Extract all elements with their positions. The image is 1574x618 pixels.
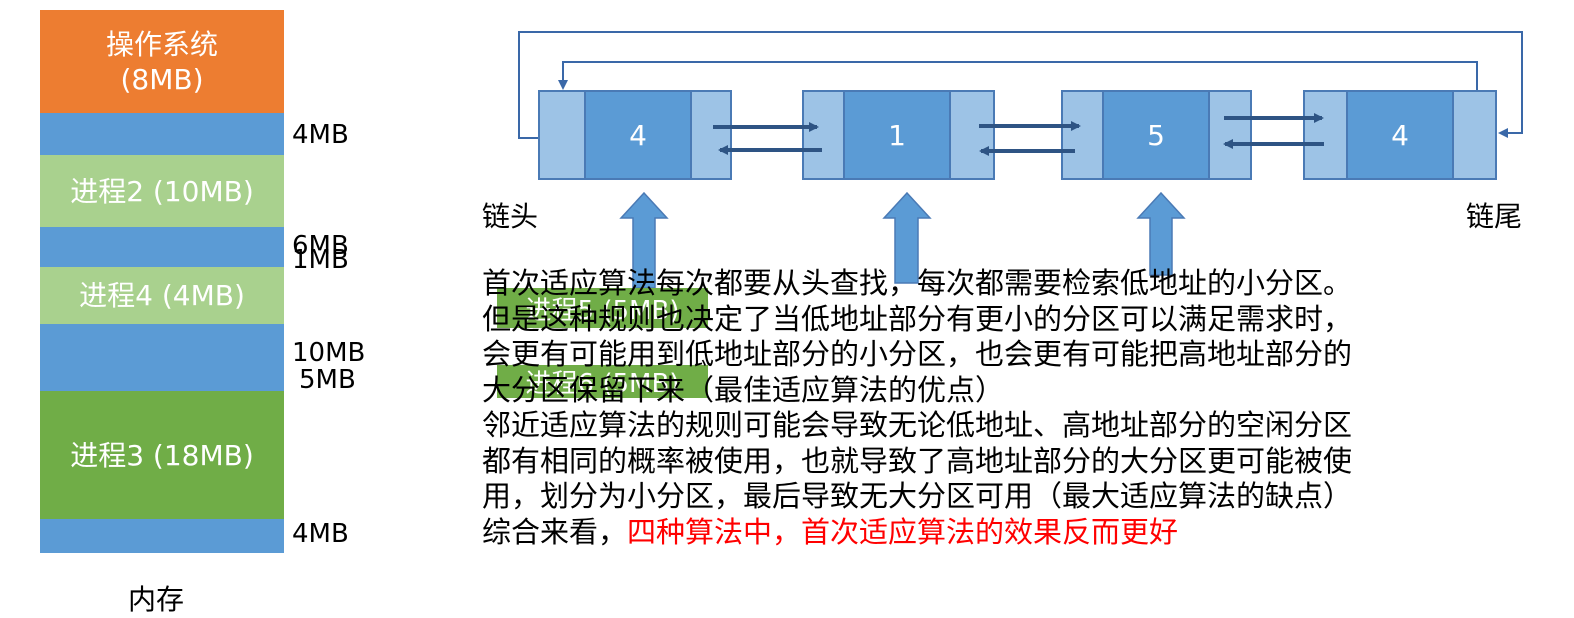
node-4-next bbox=[1452, 90, 1497, 180]
memory-block-proc4: 进程4 (4MB) bbox=[40, 267, 284, 324]
pending-process-5-label: 进程5 (5MB) bbox=[525, 295, 680, 326]
pending-process-5: 进程5 (5MB) bbox=[497, 288, 708, 328]
node-3-size: 5 bbox=[1102, 90, 1210, 180]
proc4-label: 进程4 (4MB) bbox=[79, 279, 245, 312]
free-size-label-2b: 1MB bbox=[292, 245, 349, 275]
text-line-2: 但是这种规则也决定了当低地址部分有更小的分区可以满足需求时， bbox=[482, 301, 1353, 336]
block-arrow-up-2 bbox=[882, 191, 932, 284]
pending-process-6-label: 进程6 (5MB) bbox=[525, 369, 680, 399]
text-line-4: 大分区保留下来（最佳适应算法的优点） bbox=[482, 372, 1005, 407]
os-label: 操作系统 bbox=[105, 27, 218, 61]
text-line-3: 会更有可能用到低地址部分的小分区，也会更有可能把高地址部分的 bbox=[482, 337, 1353, 371]
proc3-label: 进程3 (18MB) bbox=[70, 438, 254, 472]
memory-block-proc3: 进程3 (18MB) bbox=[40, 391, 284, 519]
text-line-5: 邻近适应算法的规则可能会导致无论低地址、高地址部分的空闲分区 bbox=[482, 408, 1353, 442]
node-4-size-label: 4 bbox=[1391, 118, 1409, 152]
node-1-size-label: 4 bbox=[629, 118, 647, 152]
free-size-label-1: 4MB bbox=[292, 120, 349, 150]
explanation-text: 首次适应算法每次都要从头查找，每次都需要检索低地址的小分区。 但是这种规则也决定… bbox=[482, 266, 1562, 550]
node-2-size-label: 1 bbox=[888, 118, 906, 152]
node-3-size-label: 5 bbox=[1147, 118, 1165, 152]
text-line-8: 综合来看，四种算法中，首次适应算法的效果反而更好 bbox=[482, 515, 1562, 551]
list-tail-label: 链尾 bbox=[1466, 200, 1523, 233]
node-2-next bbox=[949, 90, 995, 180]
free-size-label-4: 4MB bbox=[292, 519, 349, 549]
circular-link-back bbox=[558, 61, 1478, 90]
node-3-next bbox=[1208, 90, 1252, 180]
free-size-label-3b: 5MB bbox=[299, 365, 356, 395]
text-line-6: 都有相同的概率被使用，也就导致了高地址部分的大分区更可能被使 bbox=[482, 443, 1353, 478]
conclusion-highlight: 四种算法中，首次适应算法的效果反而更好 bbox=[627, 514, 1179, 549]
text-line-7: 用，划分为小分区，最后导致无大分区可用（最大适应算法的缺点） bbox=[482, 479, 1353, 513]
proc2-label: 进程2 (10MB) bbox=[70, 174, 254, 208]
memory-block-free-3 bbox=[40, 324, 284, 391]
node-1-size: 4 bbox=[584, 90, 692, 180]
memory-block-free-1 bbox=[40, 113, 284, 155]
node-1-prev bbox=[538, 90, 586, 180]
free-size-label-3a: 10MB bbox=[292, 338, 366, 368]
node-2-size: 1 bbox=[843, 90, 951, 180]
memory-block-free-2 bbox=[40, 227, 284, 267]
conclusion-prefix: 综合来看， bbox=[482, 514, 628, 549]
list-head-label: 链头 bbox=[482, 200, 539, 233]
memory-caption: 内存 bbox=[128, 583, 185, 616]
block-arrow-up-3 bbox=[1136, 191, 1186, 276]
free-size-label-2a: 6MB bbox=[292, 231, 349, 261]
memory-block-os: 操作系统 (8MB) bbox=[40, 10, 284, 113]
memory-block-proc2: 进程2 (10MB) bbox=[40, 155, 284, 227]
memory-block-free-4 bbox=[40, 519, 284, 553]
node-1-next bbox=[690, 90, 732, 180]
pending-process-6: 进程6 (5MB) bbox=[497, 365, 708, 399]
os-size-label: (8MB) bbox=[120, 62, 204, 96]
circular-link-forward bbox=[518, 31, 1523, 139]
text-line-1: 首次适应算法每次都要从头查找，每次都需要检索低地址的小分区。 bbox=[482, 266, 1353, 300]
